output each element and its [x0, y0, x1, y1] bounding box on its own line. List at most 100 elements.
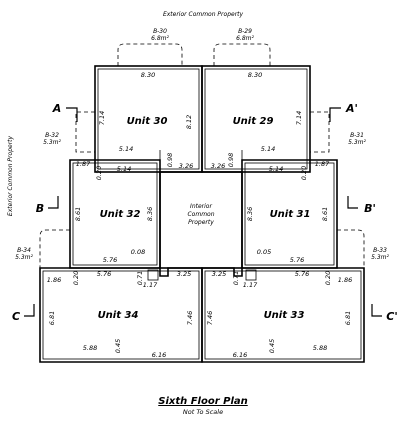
section-marker-a2	[329, 107, 341, 122]
section-b-label: B	[36, 202, 44, 215]
notch-left	[147, 269, 159, 281]
dim-514-upper-left: 5.14	[119, 145, 133, 153]
plan-subtitle: Not To Scale	[183, 408, 223, 416]
unit-29-outline	[201, 65, 311, 173]
balcony-b32	[75, 111, 95, 153]
unit-31-label: Unit 31	[270, 209, 311, 220]
dim-830-right: 8.30	[248, 71, 262, 79]
dim-576-low-left: 5.76	[97, 270, 111, 278]
unit-31-inner	[244, 162, 335, 266]
dim-681-left: 6.81	[48, 311, 56, 325]
dim-326-left: 3.26	[179, 162, 193, 170]
dim-008: 0.08	[131, 248, 145, 256]
dim-588-right: 5.88	[313, 344, 327, 352]
dim-576-mid-left: 5.76	[103, 256, 117, 264]
dim-071-left: 0.71	[136, 271, 144, 285]
exterior-left-label: Exterior Common Property	[7, 135, 14, 216]
section-marker-b2	[347, 196, 358, 209]
dim-514-mid-left: 5.14	[117, 165, 131, 173]
dim-117-right: 1.17	[243, 281, 258, 289]
dim-045-left: 0.45	[114, 339, 122, 353]
dim-045-right: 0.45	[268, 339, 276, 353]
unit-33-inner	[204, 270, 362, 360]
balcony-b34-label: B-34	[17, 247, 31, 254]
balcony-b31-label: B-31	[350, 132, 364, 139]
exterior-top-label: Exterior Common Property	[163, 11, 244, 18]
balcony-b32-label: B-32	[45, 132, 59, 139]
dim-325-right: 3.25	[212, 270, 226, 278]
dim-117-left: 1.17	[143, 281, 158, 289]
dim-020-low-left: 0.20	[72, 271, 80, 285]
section-marker-a	[66, 107, 78, 122]
section-marker-c2	[371, 304, 382, 317]
dim-187-left: 1.87	[76, 160, 91, 168]
dim-861-left: 8.61	[74, 207, 82, 221]
dim-098-right: 0.98	[227, 153, 235, 167]
unit-32-label: Unit 32	[100, 209, 141, 220]
dim-588-left: 5.88	[83, 344, 97, 352]
unit-30-label: Unit 30	[127, 116, 168, 127]
section-b2-label: B'	[364, 202, 376, 215]
interior-common-line2: Common	[187, 211, 214, 218]
dim-098-left: 0.98	[166, 153, 174, 167]
dim-514-mid-right: 5.14	[269, 165, 283, 173]
balcony-b31	[310, 111, 330, 153]
balcony-b32-area: 5.3m²	[43, 139, 61, 146]
dim-861-right: 8.61	[321, 207, 329, 221]
balcony-b30-label: B-30	[153, 28, 167, 35]
section-marker-b	[48, 196, 59, 209]
section-a2-label: A'	[345, 102, 358, 115]
section-c-label: C	[12, 310, 20, 323]
dim-576-low-right: 5.76	[295, 270, 309, 278]
dim-325-left: 3.25	[177, 270, 191, 278]
unit-33-label: Unit 33	[264, 310, 305, 321]
balcony-b30-area: 6.8m²	[151, 35, 169, 42]
dim-187-right: 1.87	[315, 160, 330, 168]
unit-34-label: Unit 34	[98, 310, 139, 321]
interior-common-line1: Interior	[190, 203, 212, 210]
interior-common-line3: Property	[188, 219, 214, 226]
dim-514-upper-right: 5.14	[261, 145, 275, 153]
dim-576-mid-right: 5.76	[290, 256, 304, 264]
unit-30-inner	[97, 68, 200, 170]
dim-020-low-right: 0.20	[324, 271, 332, 285]
dim-714-right: 7.14	[295, 111, 303, 125]
dim-836-right: 8.36	[246, 207, 254, 221]
dim-020-mid-right: 0.20	[300, 166, 308, 180]
dim-186-left: 1.86	[47, 276, 61, 284]
dim-005: 0.05	[257, 248, 271, 256]
dim-616-right: 6.16	[233, 351, 247, 359]
unit-32-inner	[72, 162, 158, 266]
balcony-b33-label: B-33	[373, 247, 387, 254]
balcony-b34	[39, 229, 70, 269]
unit-29-label: Unit 29	[233, 116, 274, 127]
balcony-b30	[117, 43, 183, 66]
section-marker-c	[24, 304, 35, 317]
dim-746-right: 7.46	[206, 311, 214, 325]
dim-812: 8.12	[185, 115, 193, 129]
unit-29-inner	[204, 68, 308, 170]
balcony-b29	[213, 43, 271, 66]
balcony-b29-area: 6.8m²	[236, 35, 254, 42]
balcony-b34-area: 5.3m²	[15, 254, 33, 261]
dim-681-right: 6.81	[344, 311, 352, 325]
dim-746-left: 7.46	[186, 311, 194, 325]
dim-326-right: 3.26	[211, 162, 225, 170]
plan-title: Sixth Floor Plan	[158, 396, 248, 407]
dim-071-right: 0.71	[232, 271, 240, 285]
section-a-label: A	[52, 102, 62, 115]
section-c2-label: C'	[386, 310, 397, 323]
dim-714-left: 7.14	[98, 111, 106, 125]
balcony-b29-label: B-29	[238, 28, 252, 35]
balcony-b31-area: 5.3m²	[348, 139, 366, 146]
dim-186-right: 1.86	[338, 276, 352, 284]
dim-020-mid-left: 0.20	[95, 166, 103, 180]
notch-right	[245, 269, 257, 281]
dim-830-left: 8.30	[141, 71, 155, 79]
balcony-b33-area: 5.3m²	[371, 254, 389, 261]
dim-616-left: 6.16	[152, 351, 166, 359]
balcony-b33	[337, 229, 365, 269]
dim-836-left: 8.36	[146, 207, 154, 221]
unit-34-inner	[42, 270, 200, 360]
